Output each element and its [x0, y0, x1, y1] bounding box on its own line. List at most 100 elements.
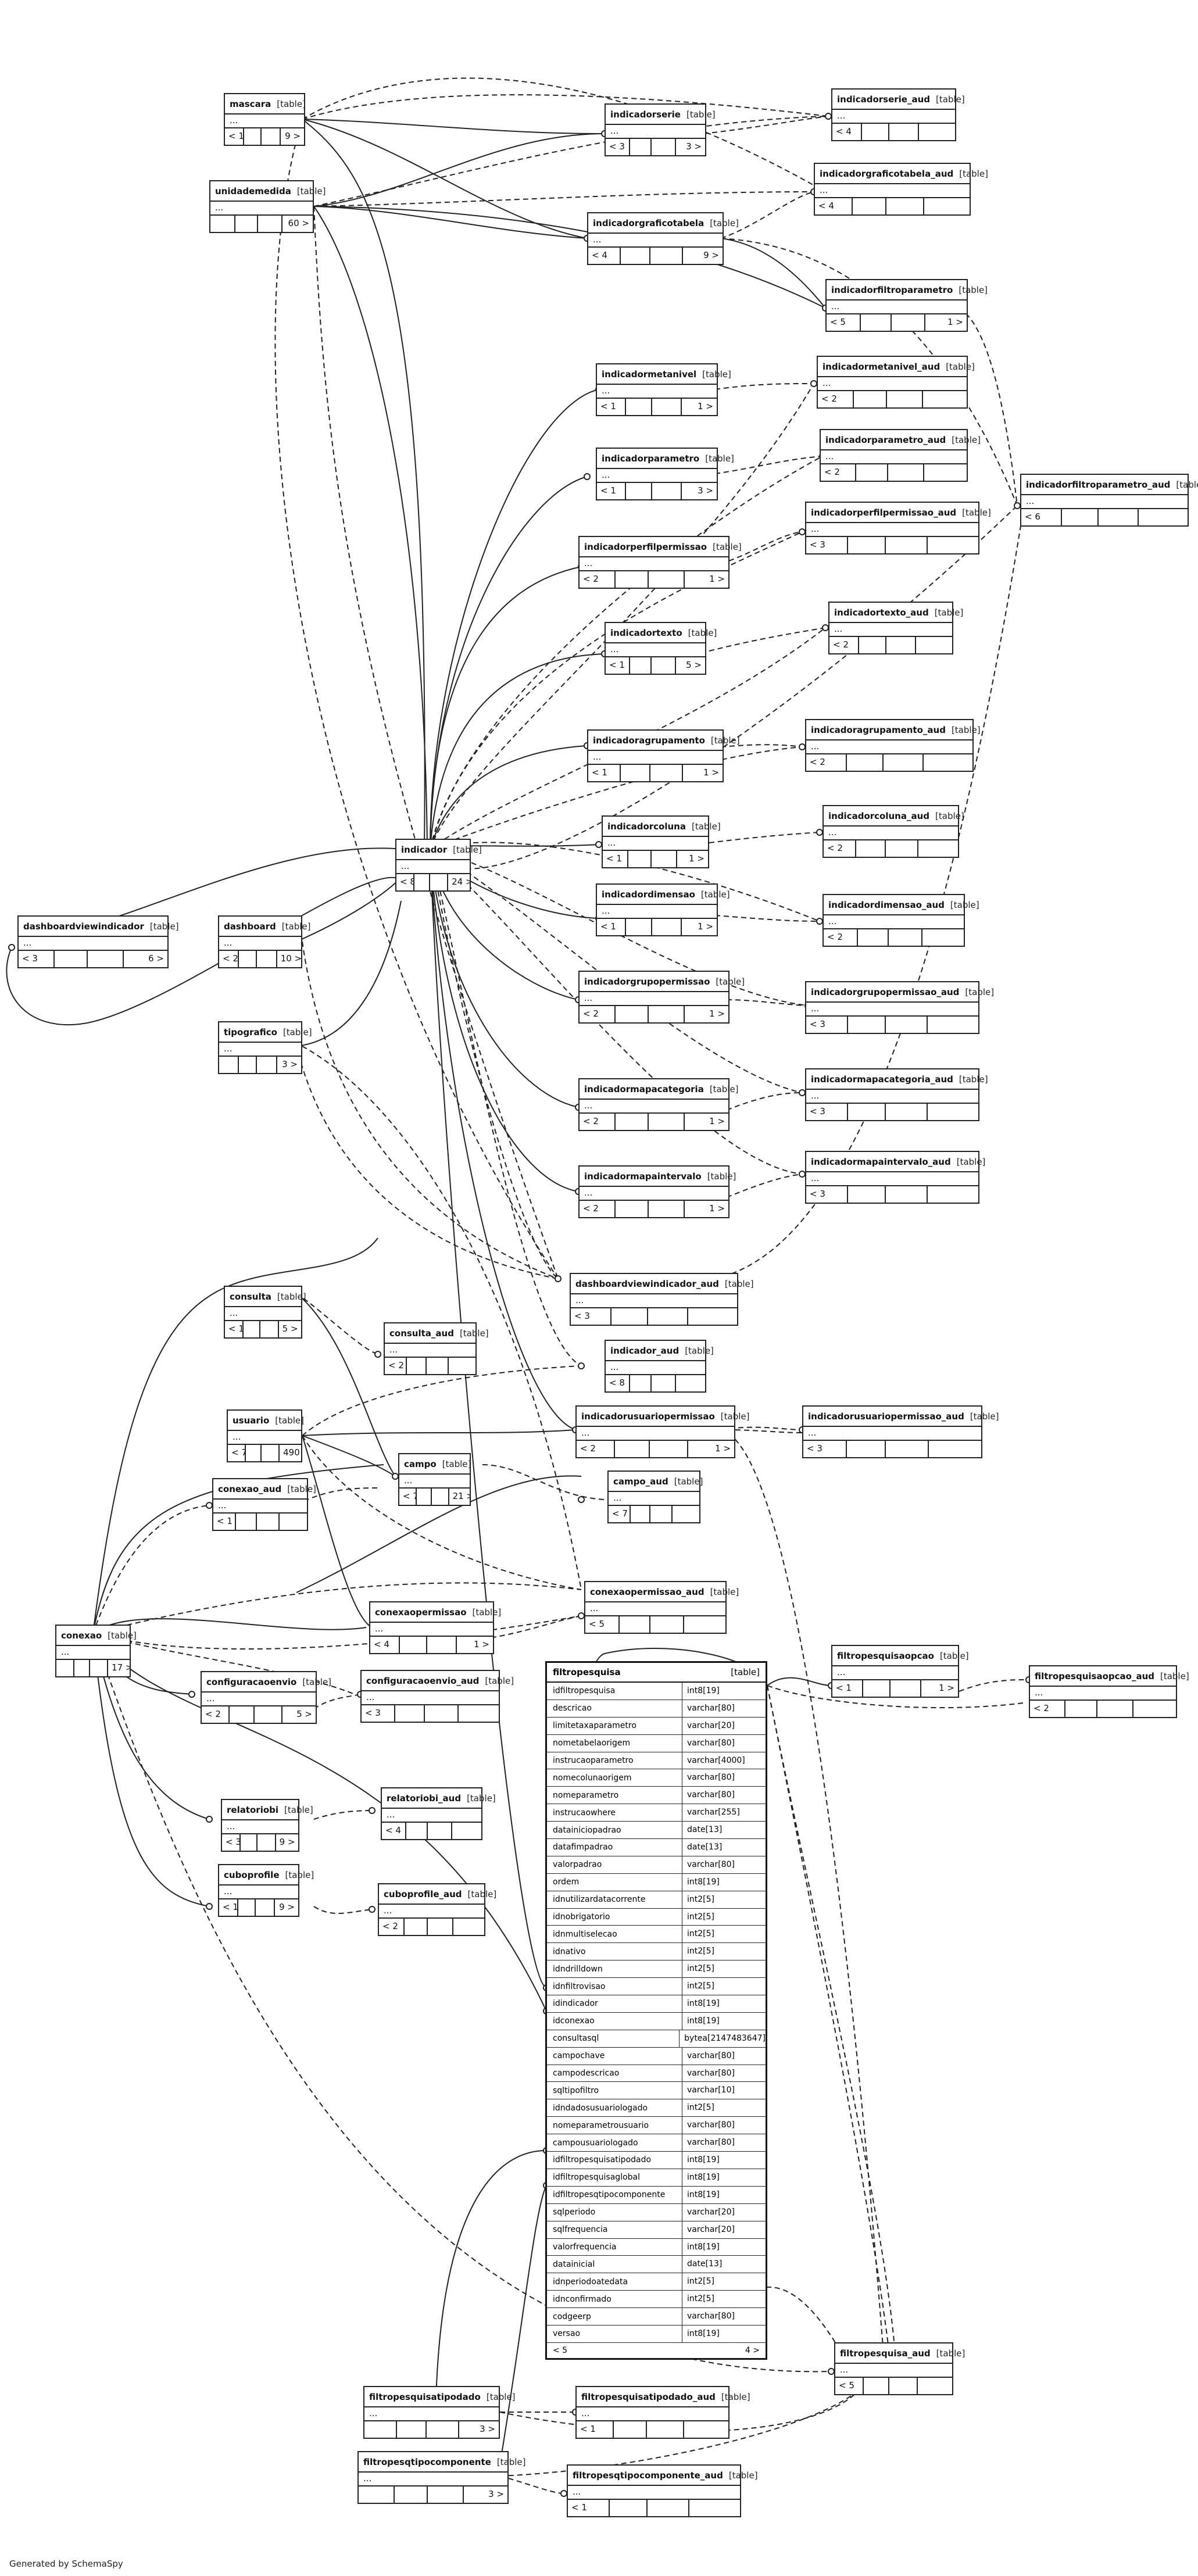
- table-indicadorcoluna-aud[interactable]: indicadorcoluna_aud[table]...< 2: [822, 805, 964, 858]
- table-indicadorfiltroparametro-aud[interactable]: indicadorfiltroparametro_aud[table]...< …: [1020, 474, 1198, 527]
- table-indicador-aud[interactable]: indicador_aud[table]...< 8: [605, 1340, 714, 1393]
- table-filtropesquisa-aud[interactable]: filtropesquisa_aud[table]...< 5: [834, 2342, 965, 2395]
- table-header: filtropesquisa [table]: [547, 1663, 766, 1683]
- table-dashboardviewindicador-aud[interactable]: dashboardviewindicador_aud[table]...< 3: [570, 1273, 754, 1326]
- table-filtropesquisatipodado[interactable]: filtropesquisatipodado[table]...3 >: [363, 2386, 516, 2439]
- footer-cell: [427, 1358, 449, 1374]
- table-conexao[interactable]: conexao[table]...17 >: [55, 1625, 137, 1677]
- table-indicadorusuariopermissao-aud[interactable]: indicadorusuariopermissao_aud[table]...<…: [802, 1405, 999, 1458]
- parents-count: < 1: [606, 657, 630, 674]
- table-name: indicadorusuariopermissao: [581, 1411, 715, 1422]
- column-name: idndadosusuariologado: [553, 2103, 648, 2113]
- parents-count: < 1: [597, 919, 627, 935]
- table-name: dashboard: [224, 921, 276, 932]
- table-filtropesqtipocomponente[interactable]: filtropesqtipocomponente[table]...3 >: [357, 2451, 526, 2504]
- table-header: indicadordimensao[table]: [597, 885, 730, 905]
- table-name: campo: [404, 1458, 437, 1469]
- table-kind: [table]: [956, 1156, 986, 1167]
- column-type: int8[19]: [682, 2012, 766, 2030]
- table-configuracaoenvio-aud[interactable]: configuracaoenvio_aud[table]...< 3: [360, 1670, 514, 1723]
- table-filtropesqtipocomponente-aud[interactable]: filtropesqtipocomponente_aud[table]...< …: [567, 2464, 758, 2517]
- table-kind: [table]: [713, 541, 742, 552]
- table-indicadortexto-aud[interactable]: indicadortexto_aud[table]...< 2: [828, 602, 963, 654]
- table-unidademedida[interactable]: unidademedida[table]...60 >: [209, 180, 326, 233]
- column-type: int8[19]: [682, 2238, 766, 2256]
- table-header: indicadorcoluna_aud[table]: [824, 806, 964, 827]
- parents-count: < 3: [806, 537, 849, 553]
- table-kind: [table]: [702, 368, 731, 380]
- table-tipografico[interactable]: tipografico[table]...3 >: [218, 1021, 312, 1074]
- table-kind: [table]: [721, 2391, 750, 2402]
- table-kind: [table]: [486, 2391, 516, 2402]
- table-kind: [table]: [936, 94, 965, 105]
- table-consulta-aud[interactable]: consulta_aud[table]...< 2: [384, 1322, 489, 1375]
- children-count: 1 >: [709, 1116, 725, 1126]
- table-filtropesquisatipodado-aud[interactable]: filtropesquisatipodado_aud[table]...< 1: [575, 2386, 750, 2439]
- column-type: int2[5]: [682, 1908, 766, 1926]
- table-indicadormapacategoria-aud[interactable]: indicadormapacategoria_aud[table]...< 3: [805, 1068, 988, 1121]
- column-type: varchar[80]: [682, 2117, 766, 2134]
- table-kind: [table]: [705, 453, 734, 464]
- table-header: indicadorperfilpermissao[table]: [580, 537, 742, 557]
- table-indicadorgrupopermissao-aud[interactable]: indicadorgrupopermissao_aud[table]...< 3: [805, 981, 994, 1034]
- column-type: varchar[4000]: [682, 1752, 766, 1769]
- table-indicadorperfilpermissao-aud[interactable]: indicadorperfilpermissao_aud[table]...< …: [805, 502, 991, 554]
- table-indicadormetanivel-aud[interactable]: indicadormetanivel_aud[table]...< 2: [817, 356, 975, 409]
- table-indicadordimensao-aud[interactable]: indicadordimensao_aud[table]...< 2: [822, 894, 979, 947]
- table-conexaopermissao-aud[interactable]: conexaopermissao_aud[table]...< 5: [584, 1581, 739, 1634]
- table-kind: [table]: [282, 1026, 312, 1037]
- table-columns-collapsed: ...: [585, 1602, 725, 1616]
- table-kind: [table]: [716, 976, 745, 987]
- table-indicadorgraficotabela-aud[interactable]: indicadorgraficotabela_aud[table]...< 4: [814, 163, 988, 216]
- footer-cell: [255, 1706, 282, 1723]
- table-campo[interactable]: campo[table]...< 721 >: [398, 1453, 471, 1506]
- table-header: conexaopermissao[table]: [370, 1602, 501, 1623]
- table-footer: < 2: [824, 929, 964, 946]
- table-columns-collapsed: ...: [603, 837, 708, 851]
- column-name: campousuariologado: [553, 2138, 638, 2148]
- table-indicadormapaintervalo-aud[interactable]: indicadormapaintervalo_aud[table]...< 3: [805, 1151, 985, 1204]
- table-campo-aud[interactable]: campo_aud[table]...< 7: [607, 1471, 703, 1523]
- table-relatoriobi-aud[interactable]: relatoriobi_aud[table]...< 4: [381, 1787, 496, 1840]
- table-cuboprofile-aud[interactable]: cuboprofile_aud[table]...< 2: [378, 1883, 496, 1936]
- table-name: consulta_aud: [389, 1328, 454, 1339]
- table-indicadorserie-aud[interactable]: indicadorserie_aud[table]...< 4: [831, 88, 965, 141]
- footer-cell: [856, 464, 889, 481]
- table-conexao-aud[interactable]: conexao_aud[table]...< 1: [212, 1478, 316, 1531]
- parents-count: < 1: [832, 1680, 863, 1697]
- table-indicadoragrupamento-aud[interactable]: indicadoragrupamento_aud[table]...< 2: [805, 719, 981, 772]
- footer-cell: [614, 2421, 647, 2438]
- table-filtropesquisaopcao-aud[interactable]: filtropesquisaopcao_aud[table]...< 2: [1029, 1665, 1189, 1718]
- table-indicadorparametro-aud[interactable]: indicadorparametro_aud[table]...< 2: [820, 429, 981, 482]
- table-columns-collapsed: ...: [568, 2486, 740, 2500]
